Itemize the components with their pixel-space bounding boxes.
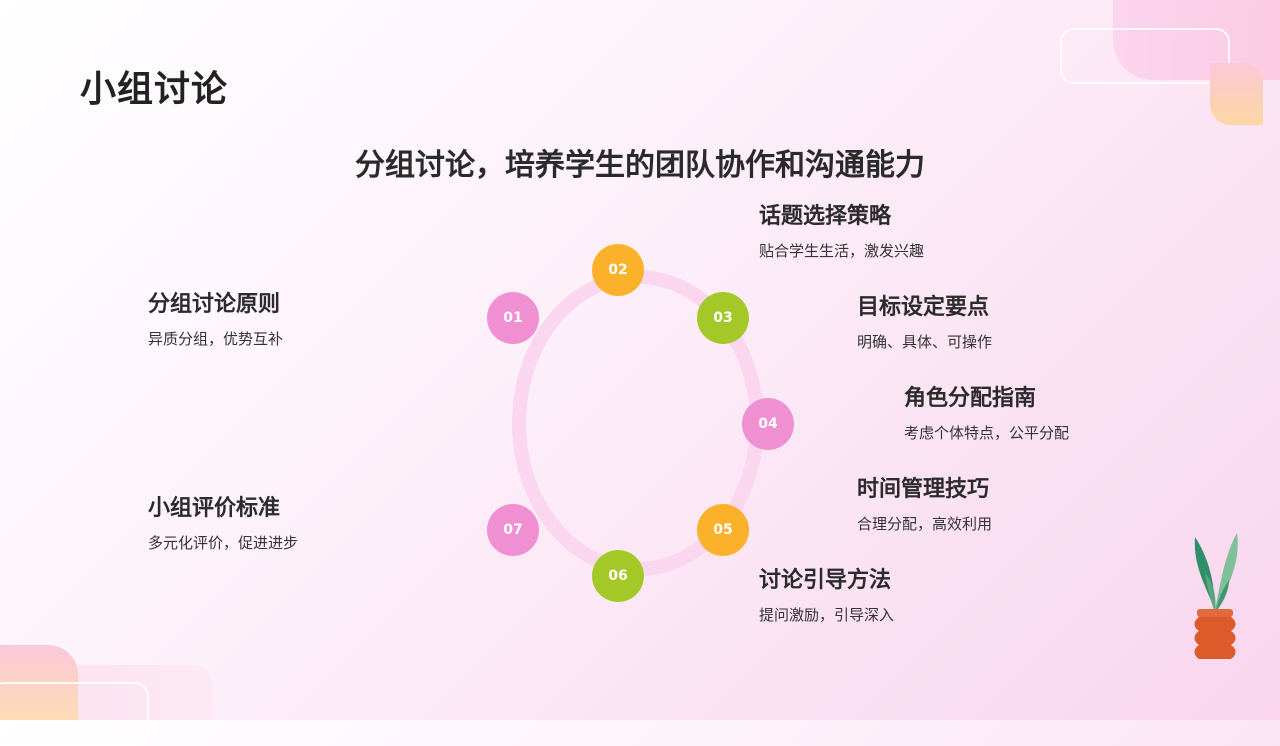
item-goal-setting: 目标设定要点 明确、具体、可操作 (857, 289, 992, 352)
item-discussion-guidance: 讨论引导方法 提问激励，引导深入 (759, 562, 894, 625)
item-desc: 异质分组，优势互补 (148, 330, 284, 348)
step-node-04: 04 (742, 398, 794, 450)
step-node-07: 07 (487, 504, 539, 556)
step-node-06: 06 (592, 550, 644, 602)
item-title: 话题选择策略 (759, 204, 892, 229)
item-desc: 合理分配，高效利用 (857, 515, 993, 533)
subtitle: 分组讨论，培养学生的团队协作和沟通能力 (355, 148, 925, 183)
item-title: 目标设定要点 (857, 295, 990, 320)
item-desc: 多元化评价，促进进步 (148, 534, 299, 552)
item-evaluation-criteria: 小组评价标准 多元化评价，促进进步 (148, 490, 298, 553)
page-title: 小组讨论 (80, 69, 229, 110)
step-node-01: 01 (487, 292, 539, 344)
item-title: 小组评价标准 (148, 496, 281, 521)
corner-outline-bottom-left (0, 682, 149, 746)
item-role-assignment: 角色分配指南 考虑个体特点，公平分配 (904, 380, 1069, 443)
item-time-management: 时间管理技巧 合理分配，高效利用 (857, 471, 992, 534)
leaf-shape-top-right (1210, 63, 1263, 125)
item-desc: 明确、具体、可操作 (857, 333, 993, 351)
step-node-03: 03 (697, 292, 749, 344)
item-topic-strategy: 话题选择策略 贴合学生生活，激发兴趣 (759, 198, 924, 261)
item-title: 时间管理技巧 (857, 477, 990, 502)
item-desc: 提问激励，引导深入 (759, 606, 895, 624)
item-title: 分组讨论原则 (148, 292, 281, 317)
item-title: 讨论引导方法 (759, 568, 892, 593)
item-title: 角色分配指南 (904, 386, 1037, 411)
corner-outline-top-right (1060, 28, 1230, 84)
item-desc: 考虑个体特点，公平分配 (904, 424, 1070, 442)
item-grouping-principles: 分组讨论原则 异质分组，优势互补 (148, 286, 283, 349)
step-node-02: 02 (592, 244, 644, 296)
step-node-05: 05 (697, 504, 749, 556)
item-desc: 贴合学生生活，激发兴趣 (759, 242, 925, 260)
potted-plant-icon (1194, 533, 1238, 659)
